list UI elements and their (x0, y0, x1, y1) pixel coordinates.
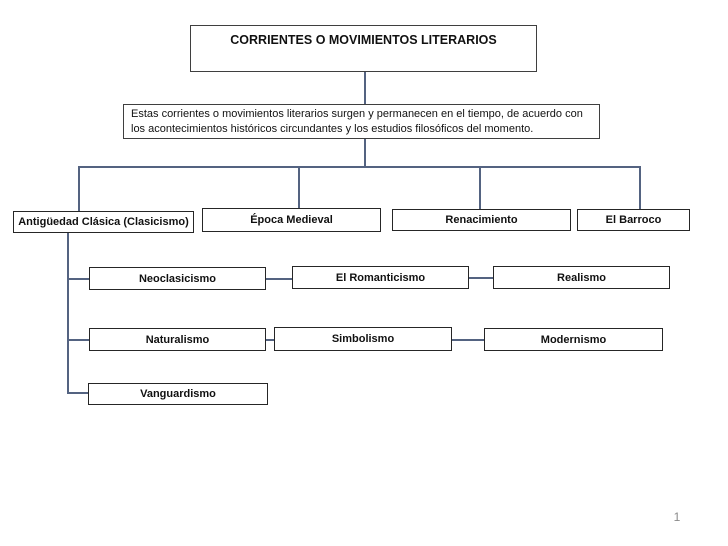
node-renacimiento: Renacimiento (392, 209, 571, 231)
connector-title-to-description (364, 72, 366, 104)
connector-left-spine (67, 233, 69, 394)
page-number: 1 (673, 510, 681, 524)
node-label: El Barroco (605, 214, 662, 226)
node-naturalismo: Naturalismo (89, 328, 266, 351)
connector-drop-el-barroco (639, 166, 641, 209)
description-box: Estas corrientes o movimientos literario… (123, 104, 600, 139)
diagram-title: CORRIENTES O MOVIMIENTOS LITERARIOS (230, 33, 497, 47)
connector-spine-to-neoclasicismo (67, 278, 89, 280)
connector-spine-to-naturalismo (67, 339, 89, 341)
node-label: Antigüedad Clásica (Clasicismo) (18, 216, 189, 228)
connector-drop-epoca-medieval (298, 166, 300, 209)
node-label: Modernismo (540, 333, 607, 346)
node-label: Vanguardismo (140, 388, 216, 400)
connector-drop-renacimiento (479, 166, 481, 209)
connector-description-stem (364, 139, 366, 168)
connector-spine-to-vanguardismo (67, 392, 88, 394)
node-modernismo: Modernismo (484, 328, 663, 351)
node-simbolismo: Simbolismo (274, 327, 452, 351)
node-label: Renacimiento (445, 214, 518, 226)
node-label: Realismo (557, 271, 606, 284)
connector-drop-antiguedad (78, 166, 80, 213)
description-line-2: los acontecimientos históricos circundan… (131, 122, 534, 135)
node-label: Simbolismo (331, 333, 395, 345)
node-vanguardismo: Vanguardismo (88, 383, 268, 405)
connector-simbolismo-to-modernismo (452, 339, 484, 341)
connector-rail-horizontal (78, 166, 641, 168)
node-label: Naturalismo (145, 333, 210, 346)
node-el-romanticismo: El Romanticismo (292, 266, 469, 289)
node-neoclasicismo: Neoclasicismo (89, 267, 266, 290)
node-realismo: Realismo (493, 266, 670, 289)
connector-naturalismo-to-simbolismo (266, 339, 274, 341)
description-line-1: Estas corrientes o movimientos literario… (131, 108, 583, 120)
diagram-title-box: CORRIENTES O MOVIMIENTOS LITERARIOS (190, 25, 537, 72)
node-label: El Romanticismo (335, 271, 426, 284)
connector-neoclasicismo-to-romanticismo (266, 278, 292, 280)
node-label: Neoclasicismo (138, 272, 217, 285)
node-epoca-medieval: Época Medieval (202, 208, 381, 232)
node-el-barroco: El Barroco (577, 209, 690, 231)
connector-romanticismo-to-realismo (469, 277, 493, 279)
node-antiguedad-clasica: Antigüedad Clásica (Clasicismo) (13, 211, 194, 233)
node-label: Época Medieval (250, 214, 333, 226)
